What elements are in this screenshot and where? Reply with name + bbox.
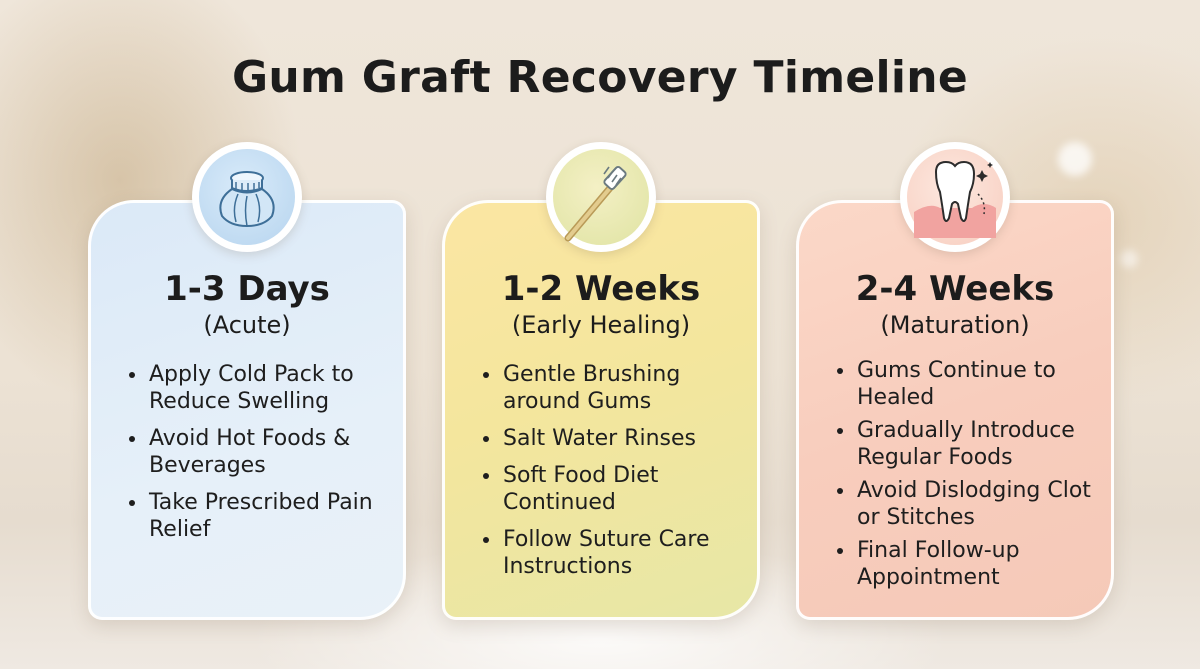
- list-item: Follow Suture Care Instructions: [477, 526, 747, 580]
- phase-items: Gums Continue to Healed Gradually Introd…: [831, 357, 1101, 597]
- phase-card-2-4-weeks: 2-4 Weeks (Maturation) Gums Continue to …: [796, 200, 1114, 620]
- phase-items: Gentle Brushing around Gums Salt Water R…: [477, 361, 747, 590]
- tooth-icon: [914, 160, 996, 238]
- list-item: Final Follow-up Appointment: [831, 537, 1101, 591]
- list-item: Gradually Introduce Regular Foods: [831, 417, 1101, 471]
- cold-pack-badge: [192, 142, 302, 252]
- phase-items: Apply Cold Pack to Reduce Swelling Avoid…: [123, 361, 393, 553]
- list-item: Gums Continue to Healed: [831, 357, 1101, 411]
- list-item: Soft Food Diet Continued: [477, 462, 747, 516]
- phase-card-1-3-days: 1-3 Days (Acute) Apply Cold Pack to Redu…: [88, 200, 406, 620]
- cold-pack-icon: [219, 171, 275, 228]
- list-item: Take Prescribed Pain Relief: [123, 489, 393, 543]
- phase-title: 1-2 Weeks: [501, 269, 701, 309]
- phase-title: 2-4 Weeks: [855, 269, 1055, 309]
- phase-card-1-2-weeks: 1-2 Weeks (Early Healing) Gentle Brushin…: [442, 200, 760, 620]
- phase-subtitle: (Acute): [203, 311, 291, 339]
- phase-title: 1-3 Days: [164, 269, 330, 309]
- list-item: Gentle Brushing around Gums: [477, 361, 747, 415]
- phase-subtitle: (Early Healing): [511, 311, 691, 339]
- tooth-badge: [900, 142, 1010, 252]
- toothbrush-icon: [564, 166, 627, 242]
- list-item: Avoid Hot Foods & Beverages: [123, 425, 393, 479]
- list-item: Salt Water Rinses: [477, 425, 747, 452]
- page-title: Gum Graft Recovery Timeline: [231, 52, 969, 103]
- toothbrush-badge: [546, 142, 656, 252]
- list-item: Apply Cold Pack to Reduce Swelling: [123, 361, 393, 415]
- phase-subtitle: (Maturation): [880, 311, 1030, 339]
- list-item: Avoid Dislodging Clot or Stitches: [831, 477, 1101, 531]
